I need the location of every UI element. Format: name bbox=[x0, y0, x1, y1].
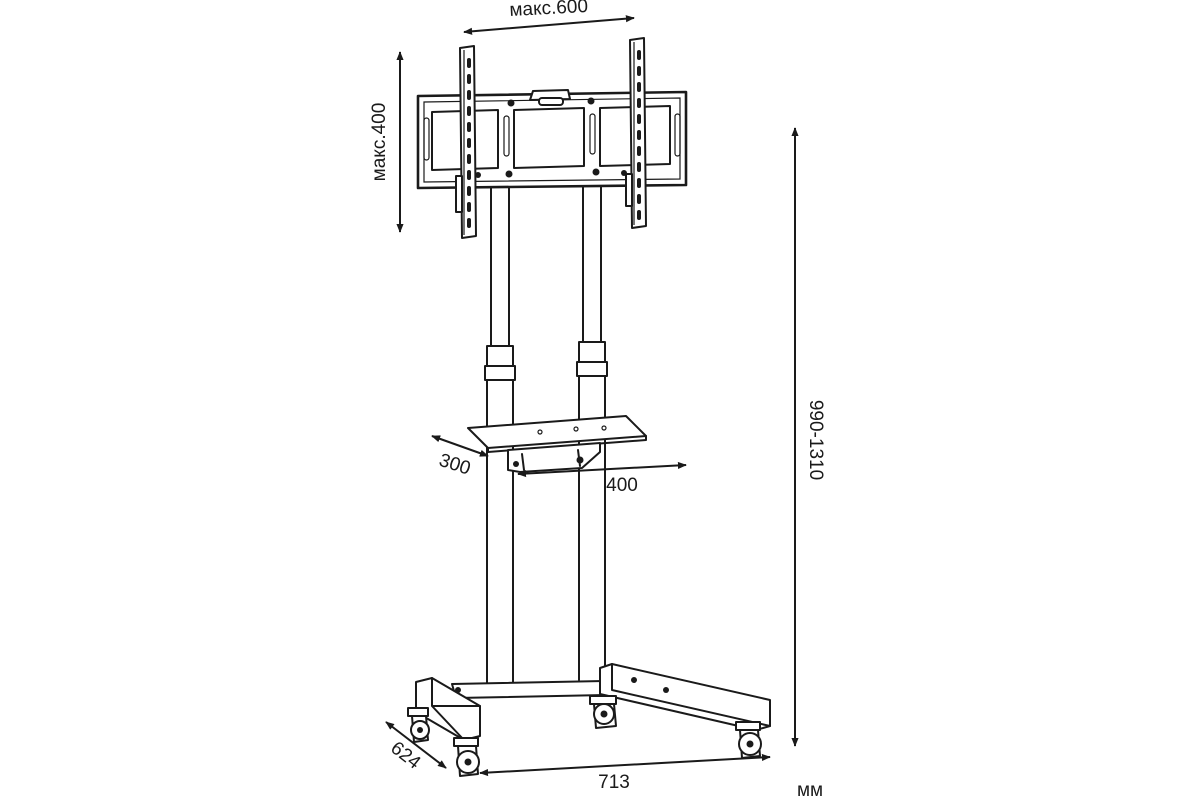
label-mount-width: макс.600 bbox=[509, 0, 589, 21]
label-shelf-depth: 300 bbox=[436, 450, 473, 480]
mount-window-left bbox=[431, 109, 499, 171]
caster-front-left bbox=[453, 737, 480, 777]
dim-line-base-width bbox=[479, 753, 771, 777]
caster-back-left bbox=[407, 707, 430, 743]
shelf-top bbox=[467, 415, 647, 449]
column-right-collar bbox=[578, 341, 606, 363]
column-left-collar bbox=[486, 345, 514, 367]
bubble-level bbox=[538, 97, 564, 106]
label-base-depth: 624 bbox=[386, 738, 424, 774]
label-mount-height: макс.400 bbox=[369, 103, 390, 182]
mount-window-right bbox=[599, 105, 671, 167]
vesa-bracket-left bbox=[455, 45, 477, 239]
media-shelf bbox=[467, 415, 647, 473]
caster-wheels bbox=[407, 695, 762, 777]
vesa-bracket-right bbox=[625, 37, 647, 229]
dim-line-mount-width bbox=[463, 15, 635, 35]
mount-window-center bbox=[513, 107, 585, 169]
column-left-upper bbox=[490, 187, 510, 347]
dim-line-base-depth bbox=[385, 721, 447, 769]
base-frame bbox=[415, 663, 771, 741]
dimension-labels: макс.600 макс.400 990-1310 300 400 624 7… bbox=[369, 0, 826, 800]
caster-back-right bbox=[589, 695, 617, 729]
label-unit: мм bbox=[797, 780, 823, 800]
label-total-height: 990-1310 bbox=[805, 400, 826, 480]
mount-plate-outline bbox=[416, 90, 688, 190]
vesa-mount bbox=[416, 37, 688, 239]
label-shelf-width: 400 bbox=[606, 475, 638, 496]
dim-line-shelf-width bbox=[517, 461, 687, 478]
caster-front-right bbox=[735, 721, 762, 759]
mount-slots bbox=[423, 113, 681, 161]
dimension-lines bbox=[385, 15, 799, 777]
column-right-upper bbox=[582, 185, 602, 343]
dim-line-shelf-depth bbox=[431, 435, 489, 457]
label-base-width: 713 bbox=[598, 772, 630, 793]
